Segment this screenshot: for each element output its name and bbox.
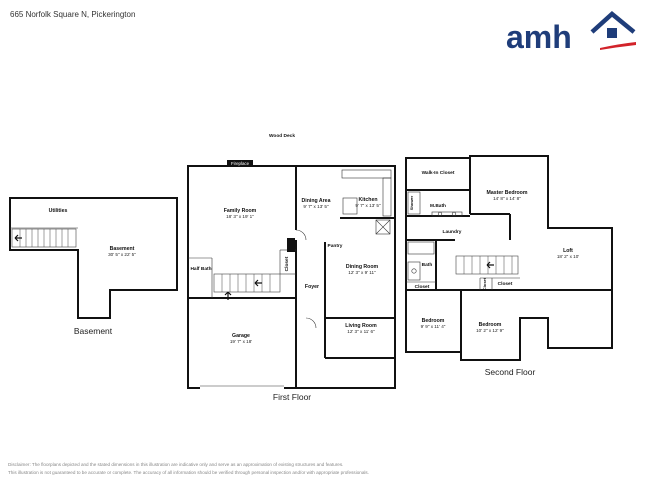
stairs-down-arrow-icon — [486, 261, 494, 269]
first-floor-stairs — [213, 273, 281, 293]
room-kitchen: Kitchen — [358, 197, 377, 203]
room-laundry: Laundry — [443, 229, 462, 235]
room-master-bedroom: Master Bedroom — [487, 190, 528, 196]
stairs-arrow-icon — [14, 234, 22, 242]
room-bedroom-1-dim: 9' 9" x 11' 4" — [421, 324, 446, 329]
entry-arrow-icon — [224, 291, 232, 300]
room-family-room-dim: 18' 3" x 19' 1" — [226, 214, 254, 219]
room-master-bedroom-dim: 14' 8" x 14' 8" — [493, 196, 521, 201]
room-dining-area: Dining Area — [302, 198, 331, 204]
room-basement: Basement — [110, 246, 135, 252]
room-closet-c: Closet — [498, 281, 513, 287]
room-half-bath: Half Bath — [190, 266, 211, 272]
stairs-up-arrow-icon — [254, 279, 262, 287]
column-block — [287, 238, 295, 252]
room-closet-b: Closet — [482, 277, 487, 290]
room-dining-area-dim: 9' 7" x 13' 5" — [303, 204, 329, 209]
room-garage-dim: 19' 7" x 18' — [230, 339, 252, 344]
room-walk-in-closet: Walk-In Closet — [422, 170, 455, 176]
room-garage: Garage — [232, 333, 250, 339]
room-living-room-dim: 12' 3" x 11' 6" — [347, 329, 375, 334]
room-bath: Bath — [422, 262, 433, 268]
room-foyer: Foyer — [305, 284, 319, 290]
floor-label-second: Second Floor — [485, 367, 536, 377]
room-basement-dim: 30' 5" x 22' 5" — [108, 252, 136, 257]
room-pantry: Pantry — [328, 243, 343, 249]
room-loft-dim: 18' 2" x 10' — [557, 254, 579, 259]
amh-logo: amh — [506, 11, 636, 54]
disclaimer-line-1: Disclaimer: The floorplans depicted and … — [8, 462, 344, 467]
second-floor-plan: Walk-In Closet Master Bedroom 14' 8" x 1… — [405, 155, 613, 377]
room-family-room: Family Room — [224, 208, 257, 214]
floor-label-first: First Floor — [273, 392, 311, 402]
room-utilities: Utilities — [49, 208, 68, 214]
second-floor-stairs — [455, 255, 519, 275]
room-bedroom-2-dim: 10' 2" x 12' 9" — [476, 328, 504, 333]
disclaimer-line-2: This illustration is not guaranteed to b… — [8, 470, 369, 475]
basement-plan: Utilities Basement 30' 5" x 22' 5" Basem… — [9, 197, 178, 336]
room-dining-room-dim: 12' 3" x 9' 11" — [348, 270, 376, 275]
room-kitchen-dim: 9' 7" x 13' 5" — [355, 203, 381, 208]
room-dining-room: Dining Room — [346, 264, 379, 270]
floor-label-basement: Basement — [74, 326, 113, 336]
room-closet-first: Closet — [284, 256, 290, 271]
logo-text: amh — [506, 19, 572, 54]
first-floor-plan: Wood Deck Fireplace — [187, 133, 396, 402]
house-roof-icon — [590, 11, 636, 38]
fireplace-label: Fireplace — [231, 161, 250, 166]
room-closet-a: Closet — [415, 284, 430, 290]
fireplace-box — [227, 160, 253, 167]
walk-in-closet-label: Walk-In Closet — [422, 170, 455, 176]
basement-stairs — [11, 228, 77, 248]
room-bedroom-1: Bedroom — [422, 318, 445, 324]
logo-swoosh — [600, 42, 636, 50]
room-shower: Shower — [409, 195, 414, 210]
room-m-bath: M.Bath — [430, 203, 446, 209]
room-loft: Loft — [563, 248, 573, 254]
wood-deck-label: Wood Deck — [269, 133, 295, 139]
room-bedroom-2: Bedroom — [479, 322, 502, 328]
property-address: 665 Norfolk Square N, Pickerington — [10, 10, 136, 19]
room-living-room: Living Room — [345, 323, 377, 329]
